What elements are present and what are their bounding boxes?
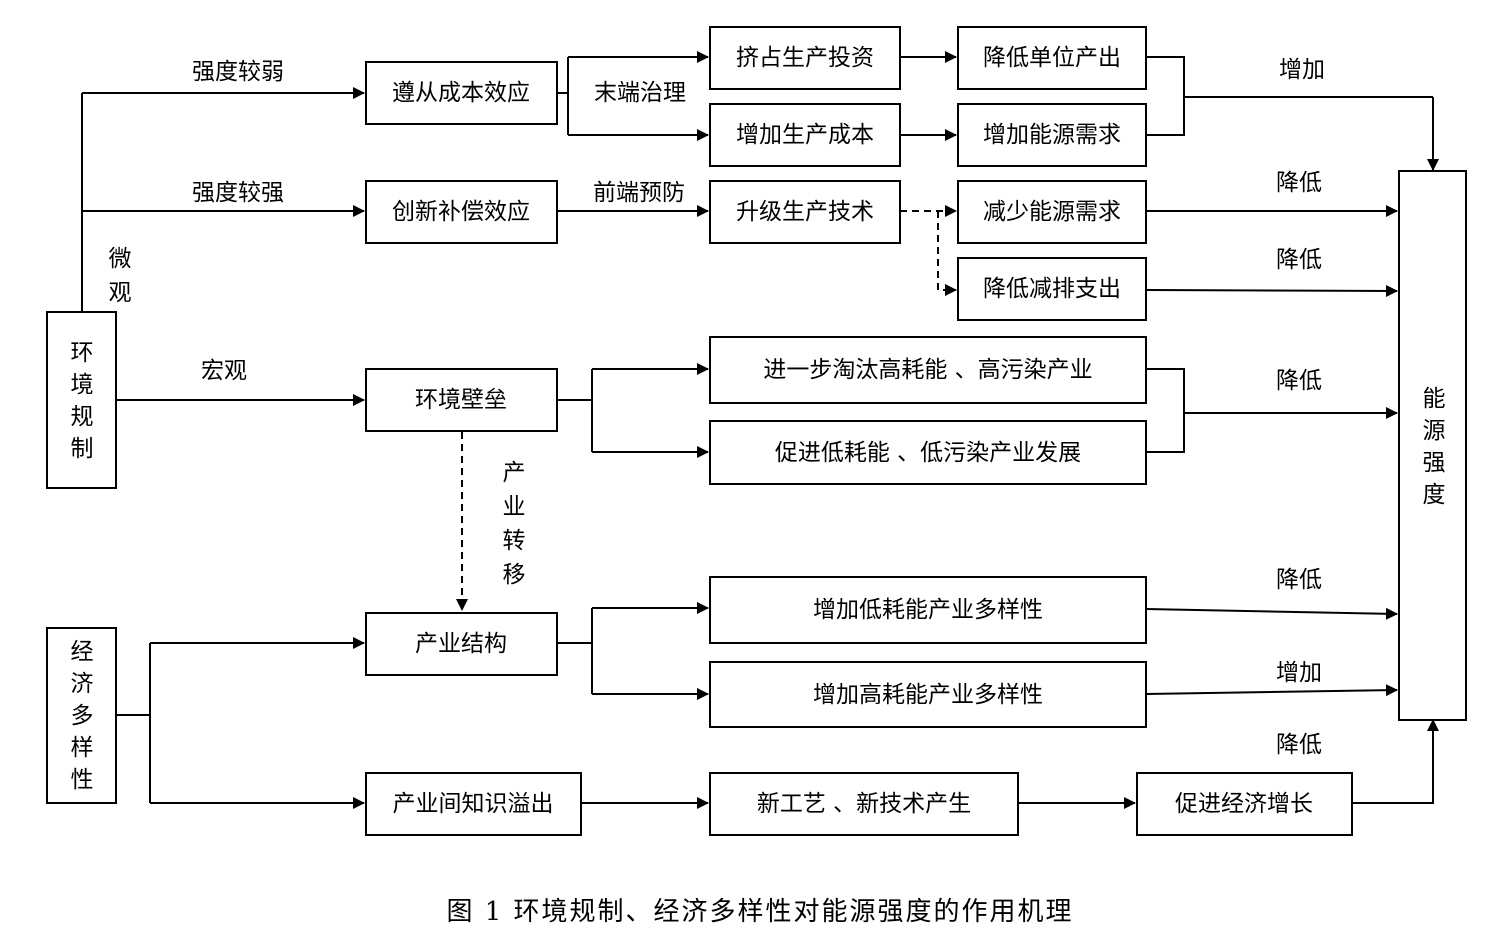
figure-caption: 图 1 环境规制、经济多样性对能源强度的作用机理: [446, 897, 1073, 927]
barrier-split: [557, 369, 593, 452]
node-compliance-cost: [365, 61, 558, 125]
label-decrease-5: 降低: [1276, 732, 1322, 758]
label-industry-transfer: 产业转移: [503, 460, 526, 588]
node-eliminate-high: [709, 336, 1147, 404]
label-increase-1: 增加: [1279, 57, 1325, 83]
node-reduce-emission-cost-label: 降低减排支出: [983, 276, 1121, 302]
node-innovation-comp-label: 创新补偿效应: [392, 199, 530, 225]
node-energy-intensity-label: 能源强度: [1423, 386, 1446, 508]
node-add-high-div: [709, 661, 1147, 728]
label-strong: 强度较强: [192, 180, 284, 206]
arrow-low-div-to-intensity: [1145, 607, 1398, 620]
label-decrease-3: 降低: [1276, 368, 1322, 394]
bracket-macro-group: [1146, 368, 1300, 453]
node-promote-low: [709, 420, 1147, 485]
node-add-cost: [709, 103, 901, 167]
label-end-treatment: 末端治理: [594, 80, 686, 106]
label-macro: 宏观: [201, 358, 247, 384]
node-env-reg: [46, 311, 117, 489]
node-upgrade-tech-label: 升级生产技术: [736, 199, 874, 225]
label-micro: 微观: [109, 246, 132, 306]
node-add-low-div-label: 增加低耗能产业多样性: [813, 597, 1043, 623]
node-energy-intensity: [1398, 170, 1467, 721]
node-econ-div: [46, 627, 117, 804]
arrow-high-div-to-intensity: [1145, 684, 1398, 697]
structure-split: [557, 608, 593, 694]
label-increase-2: 增加: [1276, 660, 1322, 686]
node-knowledge-spill: [365, 772, 582, 836]
node-innovation-comp: [365, 180, 558, 244]
arrow-growth-to-intensity: [1352, 719, 1439, 804]
node-add-low-div: [709, 576, 1147, 644]
node-eliminate-high-label: 进一步淘汰高耗能 、高污染产业: [763, 357, 1092, 383]
node-add-energy-demand: [957, 103, 1147, 167]
node-crowd-invest: [709, 26, 901, 90]
box-labels: 环境规制 经济多样性 能源强度 遵从成本效应 创新补偿效应 环境壁垒 产业结构 …: [71, 45, 1446, 817]
node-reduce-emission-cost: [957, 257, 1147, 321]
econ-div-trunk: [116, 643, 151, 803]
node-knowledge-spill-label: 产业间知识溢出: [393, 791, 554, 817]
label-front-prevention: 前端预防: [593, 180, 685, 206]
node-industry-structure: [365, 612, 558, 676]
node-econ-div-label: 经济多样性: [71, 639, 94, 793]
node-env-barrier-label: 环境壁垒: [415, 387, 507, 413]
node-reduce-energy-demand: [957, 180, 1147, 244]
dash-upgrade-to-emission: [937, 211, 957, 296]
boxes: [46, 26, 1467, 836]
node-crowd-invest-label: 挤占生产投资: [736, 45, 874, 71]
label-decrease-2: 降低: [1276, 247, 1322, 273]
label-decrease-4: 降低: [1276, 567, 1322, 593]
node-promote-low-label: 促进低耗能 、低污染产业发展: [775, 440, 1081, 466]
node-new-tech: [709, 772, 1019, 836]
label-decrease-1: 降低: [1276, 170, 1322, 196]
node-new-tech-label: 新工艺 、新技术产生: [757, 791, 971, 817]
connectors: [81, 51, 1439, 809]
node-econ-growth: [1136, 772, 1353, 836]
node-industry-structure-label: 产业结构: [415, 631, 507, 657]
bracket-top-group: [1146, 56, 1433, 136]
edge-labels: 强度较弱 强度较强 微观 宏观 末端治理 前端预防 产业转移 增加 降低 降低 …: [109, 57, 1326, 758]
label-weak: 强度较弱: [192, 59, 284, 85]
node-econ-growth-label: 促进经济增长: [1175, 791, 1313, 817]
node-env-reg-label: 环境规制: [71, 340, 94, 462]
compliance-split: [557, 57, 569, 135]
node-reduce-energy-demand-label: 减少能源需求: [983, 199, 1121, 225]
arrow-emission-to-intensity: [1145, 284, 1398, 297]
node-reduce-output-label: 降低单位产出: [983, 45, 1121, 71]
node-env-barrier: [365, 368, 558, 432]
node-add-energy-demand-label: 增加能源需求: [983, 122, 1121, 148]
node-compliance-cost-label: 遵从成本效应: [392, 80, 530, 106]
node-upgrade-tech: [709, 180, 901, 244]
node-add-high-div-label: 增加高耗能产业多样性: [813, 682, 1043, 708]
node-reduce-output: [957, 26, 1147, 90]
node-add-cost-label: 增加生产成本: [736, 122, 874, 148]
